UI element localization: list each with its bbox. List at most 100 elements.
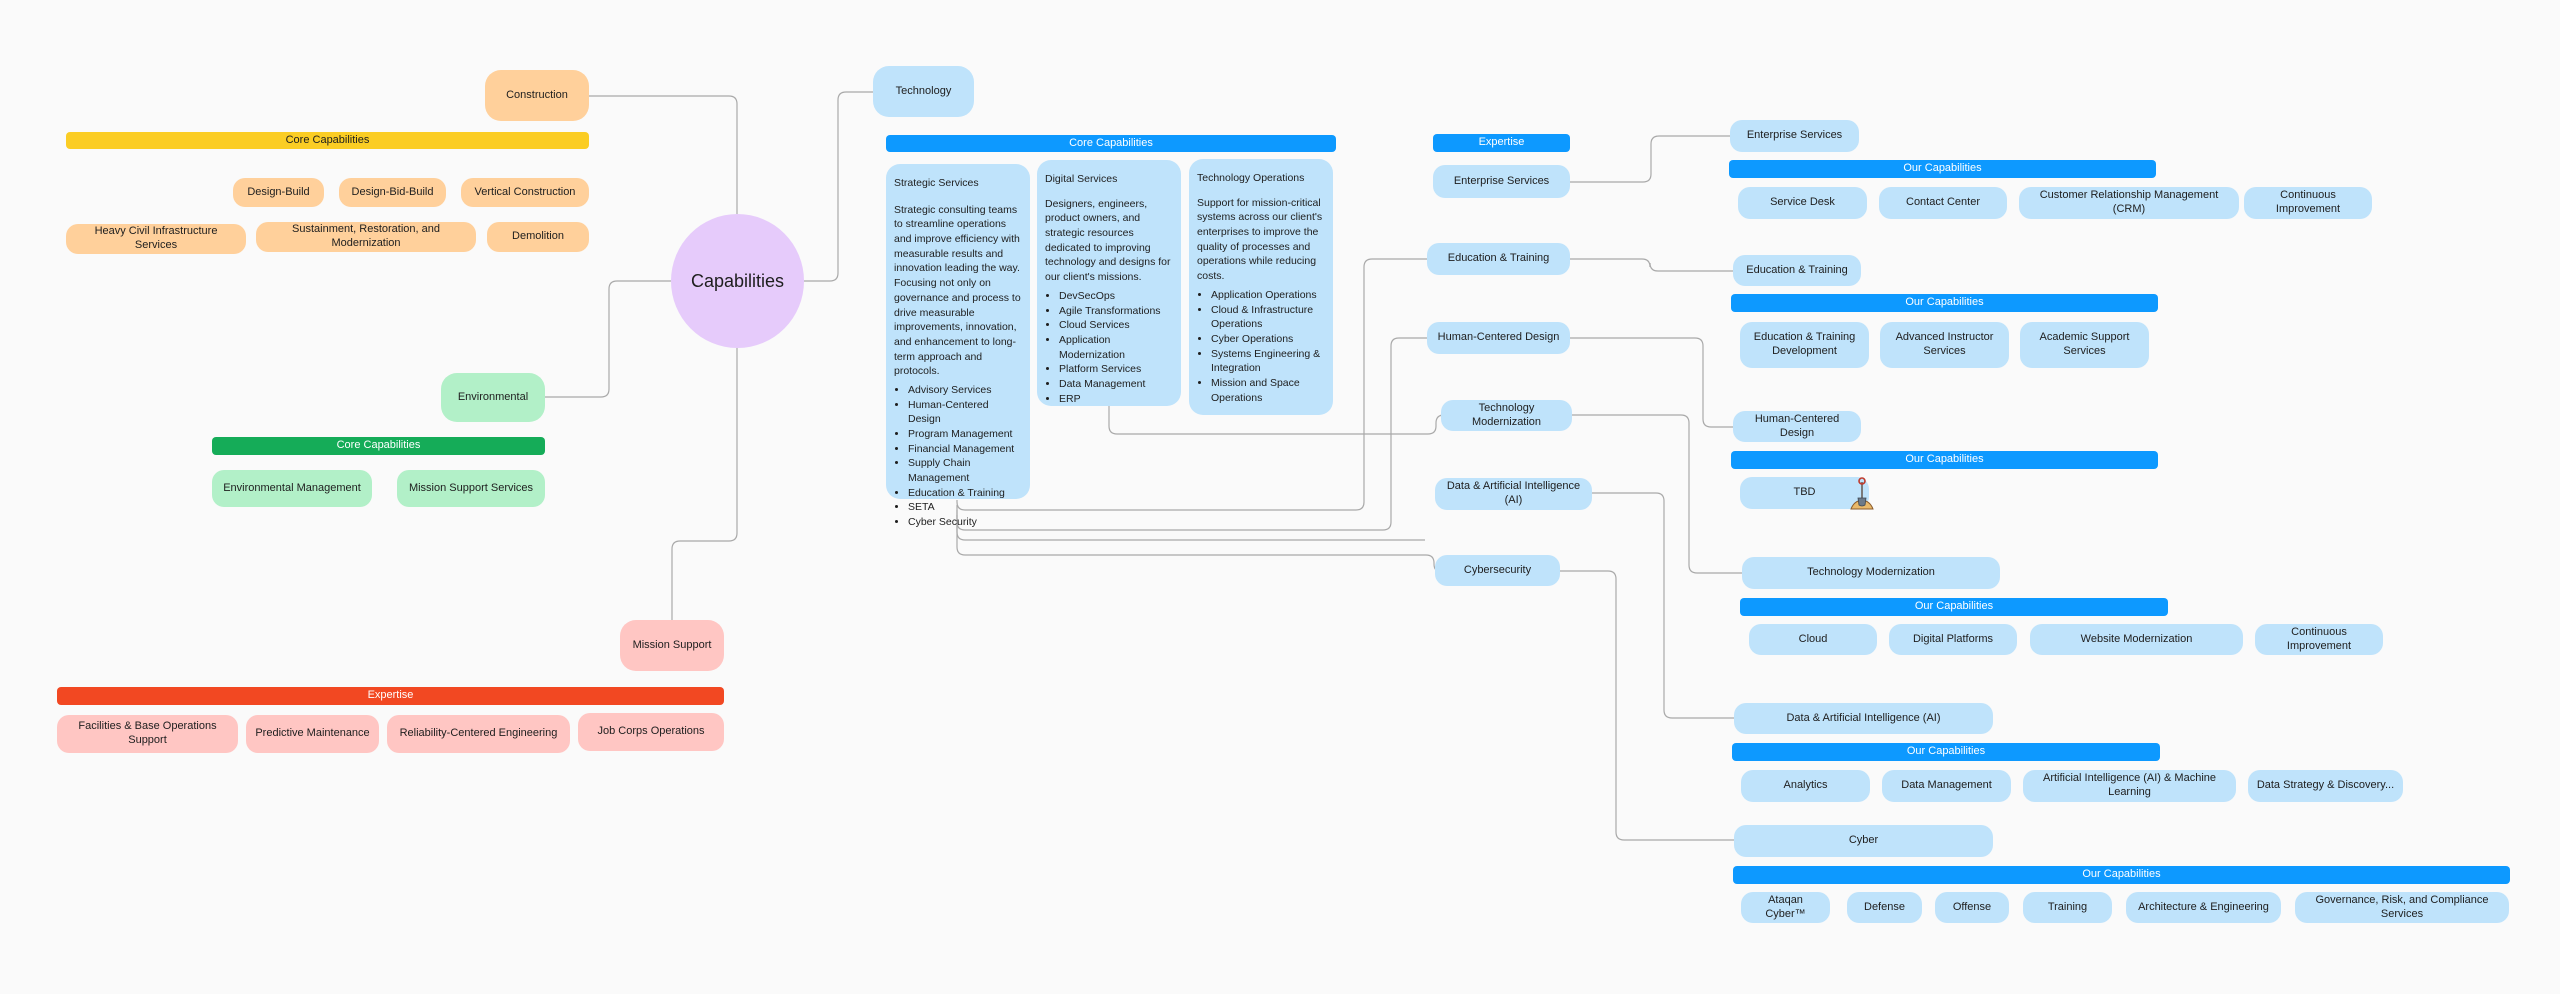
list-item: ERP <box>1059 392 1173 407</box>
mission-support-node[interactable]: Mission Support <box>620 620 724 671</box>
expertise-bar: Expertise <box>1433 134 1570 152</box>
reliability-centered-engineering-item[interactable]: Reliability-Centered Engineering <box>387 715 570 753</box>
central-node[interactable]: Capabilities <box>671 214 804 348</box>
strategic-services-description: Strategic consulting teams to streamline… <box>894 203 1021 378</box>
environmental-node[interactable]: Environmental <box>441 373 545 422</box>
list-item: Supply Chain Management <box>908 456 1022 485</box>
sustainment-restoration-item[interactable]: Sustainment, Restoration, and Modernizat… <box>256 222 476 252</box>
ai-machine-learning-item[interactable]: Artificial Intelligence (AI) & Machine L… <box>2023 770 2236 802</box>
cyber-node[interactable]: Cyber <box>1734 825 1993 857</box>
job-corps-operations-item[interactable]: Job Corps Operations <box>578 713 724 751</box>
expertise-technology-modernization[interactable]: Technology Modernization <box>1441 400 1572 431</box>
service-desk-item[interactable]: Service Desk <box>1738 187 1867 219</box>
list-item: Application Operations <box>1211 288 1325 303</box>
offense-item[interactable]: Offense <box>1935 892 2009 923</box>
education-training-node[interactable]: Education & Training <box>1733 255 1861 286</box>
technology-operations-list: Application Operations Cloud & Infrastru… <box>1197 288 1325 406</box>
list-item: Systems Engineering & Integration <box>1211 347 1325 376</box>
digital-platforms-item[interactable]: Digital Platforms <box>1889 624 2017 655</box>
enterprise-services-node[interactable]: Enterprise Services <box>1730 120 1859 152</box>
demolition-item[interactable]: Demolition <box>487 222 589 252</box>
contact-center-item[interactable]: Contact Center <box>1879 187 2007 219</box>
list-item: Human-Centered Design <box>908 398 1022 427</box>
mission-support-expertise-bar: Expertise <box>57 687 724 705</box>
cyber-capabilities-bar: Our Capabilities <box>1733 866 2510 884</box>
website-modernization-item[interactable]: Website Modernization <box>2030 624 2243 655</box>
data-management-item[interactable]: Data Management <box>1882 770 2011 802</box>
data-ai-capabilities-bar: Our Capabilities <box>1732 743 2160 761</box>
connector-tech-data <box>956 510 1425 541</box>
human-centered-design-capabilities-bar: Our Capabilities <box>1731 451 2158 469</box>
technology-operations-card[interactable]: Technology Operations Support for missio… <box>1189 159 1333 415</box>
environmental-management-item[interactable]: Environmental Management <box>212 470 372 507</box>
connector-hcd-detail <box>1570 337 1733 428</box>
list-item: Cyber Operations <box>1211 332 1325 347</box>
design-build-item[interactable]: Design-Build <box>233 178 324 207</box>
digital-services-description: Designers, engineers, product owners, an… <box>1045 197 1171 284</box>
technology-core-capabilities-bar: Core Capabilities <box>886 135 1336 152</box>
architecture-engineering-item[interactable]: Architecture & Engineering <box>2126 892 2281 923</box>
digital-services-card[interactable]: Digital Services Designers, engineers, p… <box>1037 160 1181 406</box>
list-item: Application Modernization <box>1059 333 1173 362</box>
advanced-instructor-services-item[interactable]: Advanced Instructor Services <box>1880 322 2009 368</box>
connector-enterprise-detail <box>1570 135 1730 183</box>
data-ai-node[interactable]: Data & Artificial Intelligence (AI) <box>1734 703 1993 734</box>
ataqan-cyber-item[interactable]: Ataqan Cyber™ <box>1741 892 1830 923</box>
connector-tech-cyber <box>956 515 1443 573</box>
connector-edu-detail <box>1570 258 1733 272</box>
technology-node[interactable]: Technology <box>873 66 974 117</box>
expertise-human-centered-design[interactable]: Human-Centered Design <box>1427 322 1570 354</box>
continuous-improvement-item-2[interactable]: Continuous Improvement <box>2255 624 2383 655</box>
digital-services-list: DevSecOps Agile Transformations Cloud Se… <box>1045 289 1173 407</box>
expertise-education-training[interactable]: Education & Training <box>1427 243 1570 275</box>
connector-cyber-detail <box>1560 570 1734 841</box>
education-training-development-item[interactable]: Education & Training Development <box>1740 322 1869 368</box>
design-bid-build-item[interactable]: Design-Bid-Build <box>339 178 446 207</box>
strategic-services-card[interactable]: Strategic Services Strategic consulting … <box>886 164 1030 528</box>
construction-node[interactable]: Construction <box>485 70 589 121</box>
list-item: Financial Management <box>908 442 1022 457</box>
facilities-base-operations-item[interactable]: Facilities & Base Operations Support <box>57 715 238 753</box>
crm-item[interactable]: Customer Relationship Management (CRM) <box>2019 187 2239 219</box>
technology-operations-title: Technology Operations <box>1197 172 1305 184</box>
enterprise-services-capabilities-bar: Our Capabilities <box>1729 160 2156 178</box>
connector-techmod-detail <box>1572 414 1742 574</box>
cloud-item[interactable]: Cloud <box>1749 624 1877 655</box>
data-strategy-discovery-item[interactable]: Data Strategy & Discovery... <box>2248 770 2403 802</box>
expertise-enterprise-services[interactable]: Enterprise Services <box>1433 165 1570 198</box>
training-item[interactable]: Training <box>2023 892 2112 923</box>
strategic-services-list: Advisory Services Human-Centered Design … <box>894 383 1022 530</box>
technology-modernization-node[interactable]: Technology Modernization <box>1742 557 2000 589</box>
list-item: Mission and Space Operations <box>1211 376 1325 405</box>
strategic-services-title: Strategic Services <box>894 177 979 189</box>
list-item: Platform Services <box>1059 362 1173 377</box>
expertise-data-ai[interactable]: Data & Artificial Intelligence (AI) <box>1435 478 1592 510</box>
tbd-item[interactable]: TBD <box>1740 477 1869 509</box>
list-item: SETA <box>908 500 1022 515</box>
academic-support-services-item[interactable]: Academic Support Services <box>2020 322 2149 368</box>
governance-risk-compliance-item[interactable]: Governance, Risk, and Compliance Service… <box>2295 892 2509 923</box>
list-item: Cloud Services <box>1059 318 1173 333</box>
defense-item[interactable]: Defense <box>1847 892 1922 923</box>
connector-central-mission <box>671 348 738 620</box>
connector-data-detail <box>1592 492 1734 719</box>
analytics-item[interactable]: Analytics <box>1741 770 1870 802</box>
connector-central-technology <box>804 91 873 282</box>
mission-support-services-item[interactable]: Mission Support Services <box>397 470 545 507</box>
technology-modernization-capabilities-bar: Our Capabilities <box>1740 598 2168 616</box>
list-item: Cloud & Infrastructure Operations <box>1211 303 1325 332</box>
connector-central-construction <box>589 95 738 214</box>
heavy-civil-infrastructure-item[interactable]: Heavy Civil Infrastructure Services <box>66 224 246 254</box>
continuous-improvement-item[interactable]: Continuous Improvement <box>2244 187 2372 219</box>
predictive-maintenance-item[interactable]: Predictive Maintenance <box>246 715 379 753</box>
list-item: Education & Training <box>908 486 1022 501</box>
list-item: Agile Transformations <box>1059 304 1173 319</box>
connector-central-environmental <box>545 280 671 398</box>
digital-services-title: Digital Services <box>1045 173 1118 185</box>
construction-core-capabilities-bar: Core Capabilities <box>66 132 589 149</box>
vertical-construction-item[interactable]: Vertical Construction <box>461 178 589 207</box>
technology-operations-description: Support for mission-critical systems acr… <box>1197 196 1323 283</box>
expertise-cybersecurity[interactable]: Cybersecurity <box>1435 555 1560 586</box>
education-training-capabilities-bar: Our Capabilities <box>1731 294 2158 312</box>
human-centered-design-node[interactable]: Human-Centered Design <box>1733 411 1861 442</box>
